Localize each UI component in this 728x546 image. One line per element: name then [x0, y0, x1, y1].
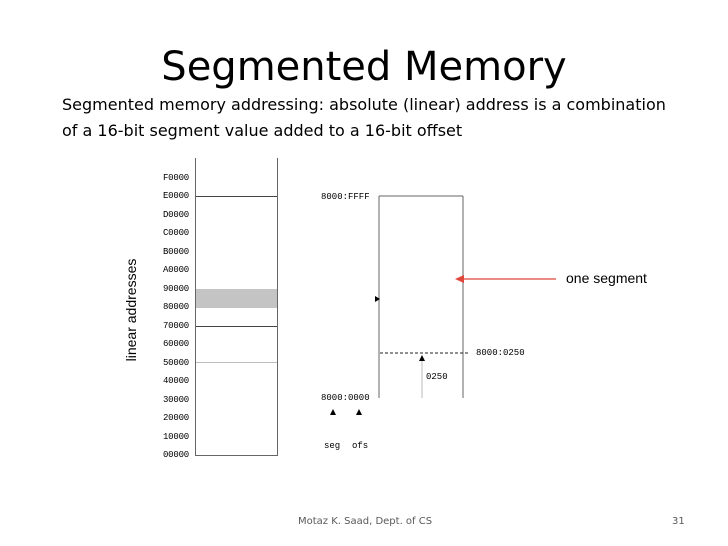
segment-bottom-label: 8000:0000 — [321, 393, 370, 403]
address-label: 70000 — [162, 321, 189, 331]
seg-arrow-icon — [330, 409, 336, 415]
segment-top-label: 8000:FFFF — [321, 192, 370, 202]
offset-arrow-icon — [419, 355, 425, 361]
slide-title: Segmented Memory — [161, 44, 567, 90]
address-label: A0000 — [162, 265, 189, 275]
address-label: 30000 — [162, 395, 189, 405]
offset-value-label: 0250 — [426, 372, 448, 382]
memory-divider — [196, 362, 277, 363]
address-label: 00000 — [162, 450, 189, 460]
address-label: F0000 — [162, 173, 189, 183]
one-segment-arrowhead-icon — [455, 275, 464, 283]
offset-point-label: 8000:0250 — [476, 348, 525, 358]
address-label: 10000 — [162, 432, 189, 442]
one-segment-annotation: one segment — [566, 270, 647, 286]
segment-highlight-band — [196, 289, 277, 308]
slide-subtitle: Segmented memory addressing: absolute (l… — [62, 95, 666, 140]
address-label: E0000 — [162, 191, 189, 201]
memory-divider — [196, 326, 277, 327]
seg-label: seg — [324, 441, 341, 451]
address-label: 20000 — [162, 413, 189, 423]
footer-author: Motaz K. Saad, Dept. of CS — [298, 516, 433, 527]
address-label: C0000 — [162, 228, 189, 238]
address-label: D0000 — [162, 210, 189, 220]
ofs-label: ofs — [352, 441, 369, 451]
address-label: B0000 — [162, 247, 189, 257]
segment-pointer-arrow-icon — [375, 296, 380, 302]
address-label: 40000 — [162, 376, 189, 386]
linear-memory-column — [195, 158, 278, 456]
page-number: 31 — [672, 516, 685, 527]
memory-divider — [196, 196, 277, 197]
address-label: 50000 — [162, 358, 189, 368]
address-label: 80000 — [162, 302, 189, 312]
address-label: 60000 — [162, 339, 189, 349]
address-label: 90000 — [162, 284, 189, 294]
ofs-arrow-icon — [356, 409, 362, 415]
